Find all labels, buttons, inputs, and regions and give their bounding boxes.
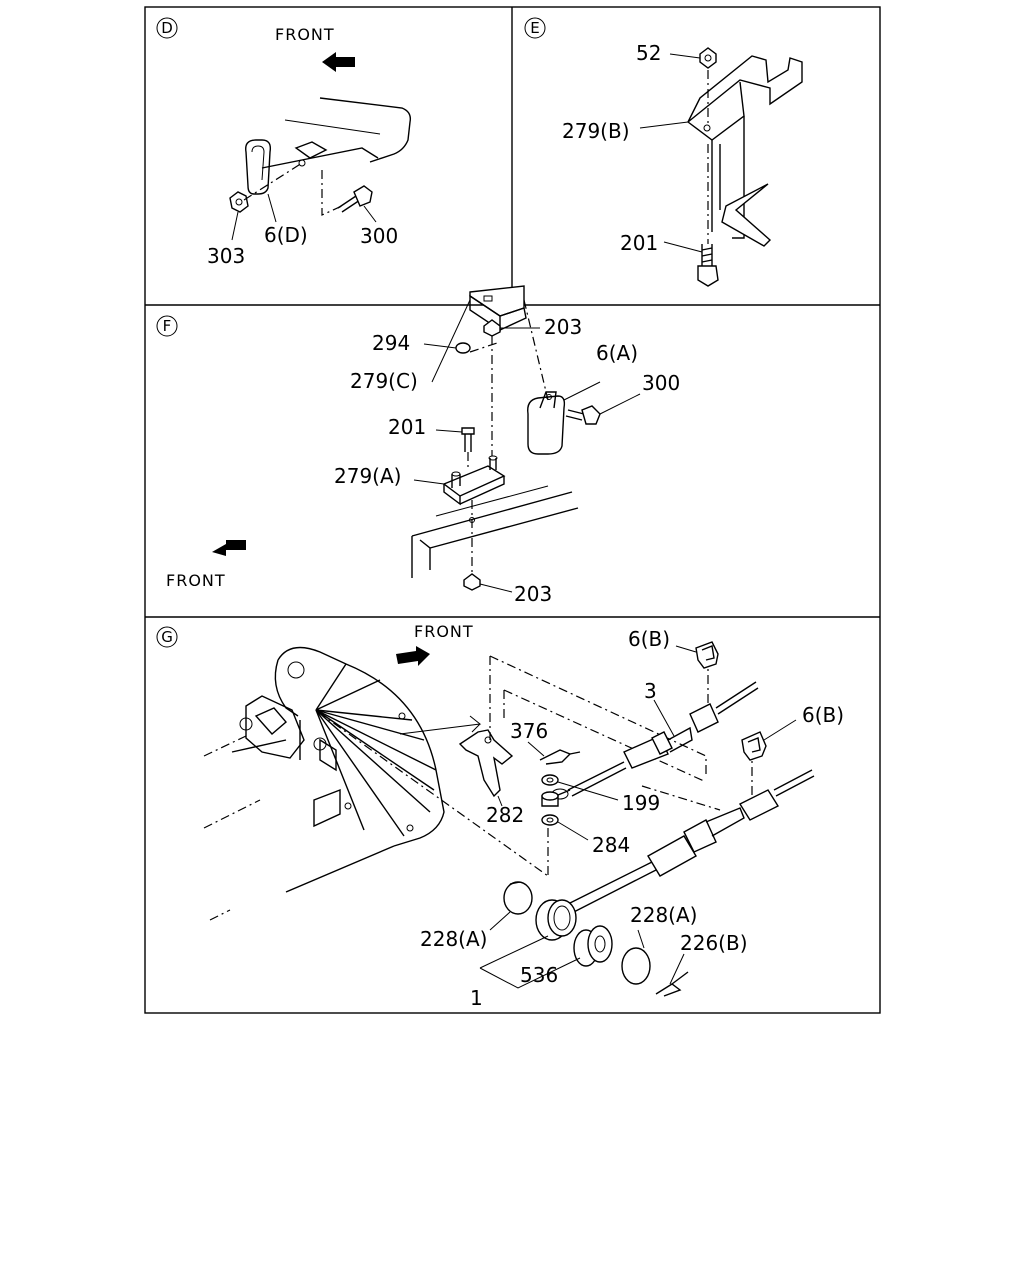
nut-203-top [483, 319, 501, 337]
washer-199 [541, 774, 559, 786]
bolt-300 [337, 185, 373, 213]
grommet-536 [573, 925, 613, 967]
label-226b: 226(B) [680, 931, 748, 955]
panel-e-marker: E [524, 17, 546, 39]
nut-294 [455, 342, 471, 354]
disc-228a-left [503, 881, 533, 915]
transmission-housing [231, 646, 445, 893]
label-6d: 6(D) [264, 223, 308, 247]
bolt-300-f [565, 405, 601, 425]
panel-d-marker: D [156, 17, 178, 39]
label-279b: 279(B) [562, 119, 630, 143]
nut-203-bottom [463, 573, 481, 591]
label-300-f: 300 [642, 371, 680, 395]
clip-6b-upper [695, 641, 719, 669]
label-201: 201 [620, 231, 658, 255]
label-52: 52 [636, 41, 661, 65]
panel-g-marker: G [156, 626, 178, 648]
disc-228a-right [621, 947, 651, 985]
label-1: 1 [470, 986, 483, 1010]
label-6a: 6(A) [596, 341, 638, 365]
label-199: 199 [622, 791, 660, 815]
label-282: 282 [486, 803, 524, 827]
label-279a: 279(A) [334, 464, 401, 488]
clip-6a [527, 391, 566, 455]
label-228a-left: 228(A) [420, 927, 487, 951]
label-303: 303 [207, 244, 245, 268]
panel-f-frame-rail [411, 485, 579, 578]
label-536: 536 [520, 963, 558, 987]
bracket-279c [469, 285, 527, 332]
clip-376 [539, 749, 581, 765]
panel-d-id: D [161, 19, 173, 37]
panel-g-front-label: FRONT [414, 622, 474, 641]
panel-d-front-label: FRONT [275, 25, 335, 44]
label-203-top: 203 [544, 315, 582, 339]
ring-536-outer [535, 899, 577, 941]
label-6b-lower: 6(B) [802, 703, 844, 727]
clip-226b [655, 971, 689, 997]
panel-g-front-arrow [396, 646, 430, 666]
label-279c: 279(C) [350, 369, 418, 393]
label-300: 300 [360, 224, 398, 248]
panel-g: G FRONT [156, 622, 844, 1010]
label-3: 3 [644, 679, 657, 703]
panel-f-front-arrow [212, 540, 246, 556]
cable-1 [559, 769, 815, 917]
panel-g-id: G [161, 628, 173, 646]
label-6b-upper: 6(B) [628, 627, 670, 651]
nut-52 [699, 47, 717, 69]
panel-e: E 52 279(B) 201 [524, 17, 803, 287]
bolt-201-f [461, 427, 475, 452]
panel-f-marker: F [156, 315, 178, 337]
bushing-199 [541, 791, 559, 807]
panel-d: D FRONT [156, 17, 412, 268]
label-294: 294 [372, 331, 410, 355]
washer-284 [541, 814, 559, 826]
panel-d-front-arrow [322, 52, 355, 72]
clip-6b-lower [741, 731, 767, 761]
label-376: 376 [510, 719, 548, 743]
label-203-bottom: 203 [514, 582, 552, 606]
panel-e-id: E [530, 19, 539, 37]
panel-d-frame-member [261, 97, 412, 169]
nut-303 [229, 191, 249, 213]
panel-frame [144, 6, 881, 1014]
lever-282 [458, 729, 514, 798]
panel-f: F FRONT [156, 285, 680, 606]
panel-f-id: F [163, 317, 172, 335]
label-201-f: 201 [388, 415, 426, 439]
label-228a-right: 228(A) [630, 903, 697, 927]
bracket-279b [687, 55, 803, 247]
bolt-201 [697, 244, 719, 287]
bracket-279a [442, 455, 506, 506]
label-284: 284 [592, 833, 630, 857]
panel-f-front-label: FRONT [166, 571, 226, 590]
clip-6d [245, 139, 306, 195]
